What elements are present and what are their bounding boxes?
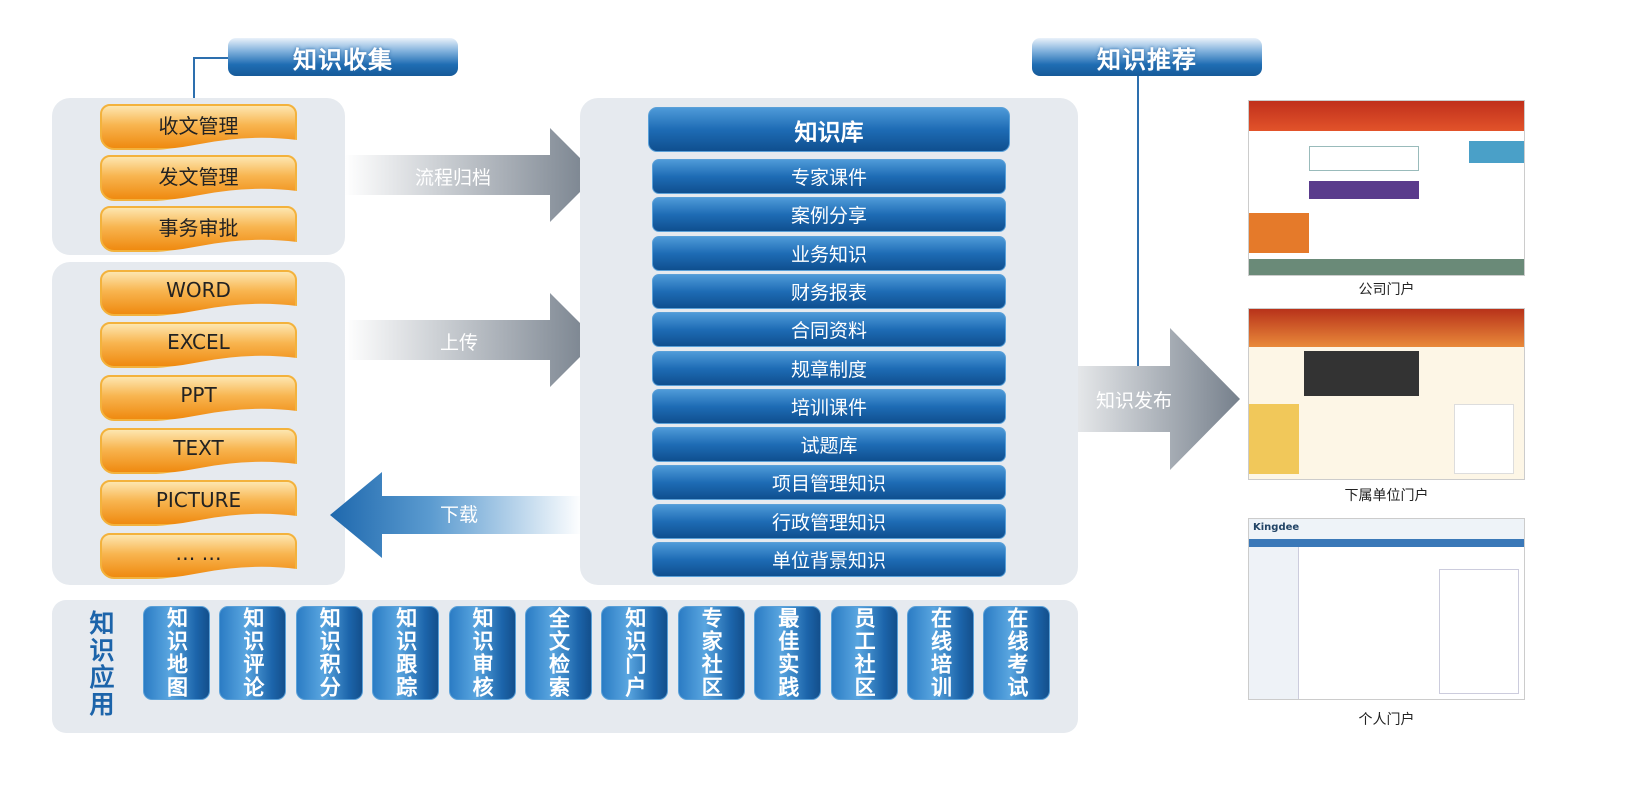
library-item: 财务报表 xyxy=(652,273,1006,309)
file-item: PICTURE xyxy=(100,480,297,526)
application-item: 知识积分 xyxy=(295,606,363,700)
library-item: 试题库 xyxy=(652,427,1006,463)
library-item: 业务知识 xyxy=(652,235,1006,271)
application-item: 知识地图 xyxy=(143,606,210,700)
company-portal-thumbnail xyxy=(1248,100,1525,276)
file-item: PPT xyxy=(100,375,297,421)
archive-arrow xyxy=(345,128,597,222)
file-panel xyxy=(52,262,345,585)
subsidiary-portal-thumbnail xyxy=(1248,308,1525,480)
collect-header: 知识收集 xyxy=(228,38,458,76)
portal-label: 下属单位门户 xyxy=(1344,488,1429,504)
application-item: 在线培训 xyxy=(907,606,974,700)
application-item: 专家社区 xyxy=(677,606,745,700)
publish-arrow xyxy=(1040,328,1240,470)
application-item: 最佳实践 xyxy=(754,606,822,700)
upload-label: 上传 xyxy=(440,332,479,354)
kingdee-logo: Kingdee xyxy=(1249,519,1524,539)
library-item: 专家课件 xyxy=(652,159,1006,194)
publish-label: 知识发布 xyxy=(1096,390,1173,412)
application-item: 全文检索 xyxy=(525,606,592,700)
upload-arrow xyxy=(345,293,597,387)
collect-connector xyxy=(193,57,229,105)
application-item: 知识门户 xyxy=(601,606,669,700)
library-item: 单位背景知识 xyxy=(652,542,1006,577)
personal-portal-thumbnail: Kingdee xyxy=(1248,518,1525,700)
library-header: 知识库 xyxy=(648,107,1010,152)
application-item: 知识评论 xyxy=(219,606,287,700)
library-item: 规章制度 xyxy=(652,350,1006,386)
recommend-connector xyxy=(1137,76,1139,370)
library-item: 合同资料 xyxy=(652,312,1006,348)
portal-label: 公司门户 xyxy=(1358,282,1415,298)
library-item: 培训课件 xyxy=(652,388,1006,424)
download-arrow xyxy=(330,472,582,558)
application-item: 在线考试 xyxy=(983,606,1051,700)
library-item: 案例分享 xyxy=(652,197,1006,233)
recommend-header: 知识推荐 xyxy=(1032,38,1262,76)
portal-label: 个人门户 xyxy=(1358,712,1415,728)
library-item: 项目管理知识 xyxy=(652,465,1006,501)
application-item: 知识审核 xyxy=(448,606,516,700)
application-item: 员工社区 xyxy=(830,606,898,700)
application-title: 知识应用 xyxy=(86,610,115,718)
archive-label: 流程归档 xyxy=(415,167,492,189)
download-label: 下载 xyxy=(440,504,479,526)
library-item: 行政管理知识 xyxy=(652,503,1006,539)
application-item: 知识跟踪 xyxy=(372,606,440,700)
